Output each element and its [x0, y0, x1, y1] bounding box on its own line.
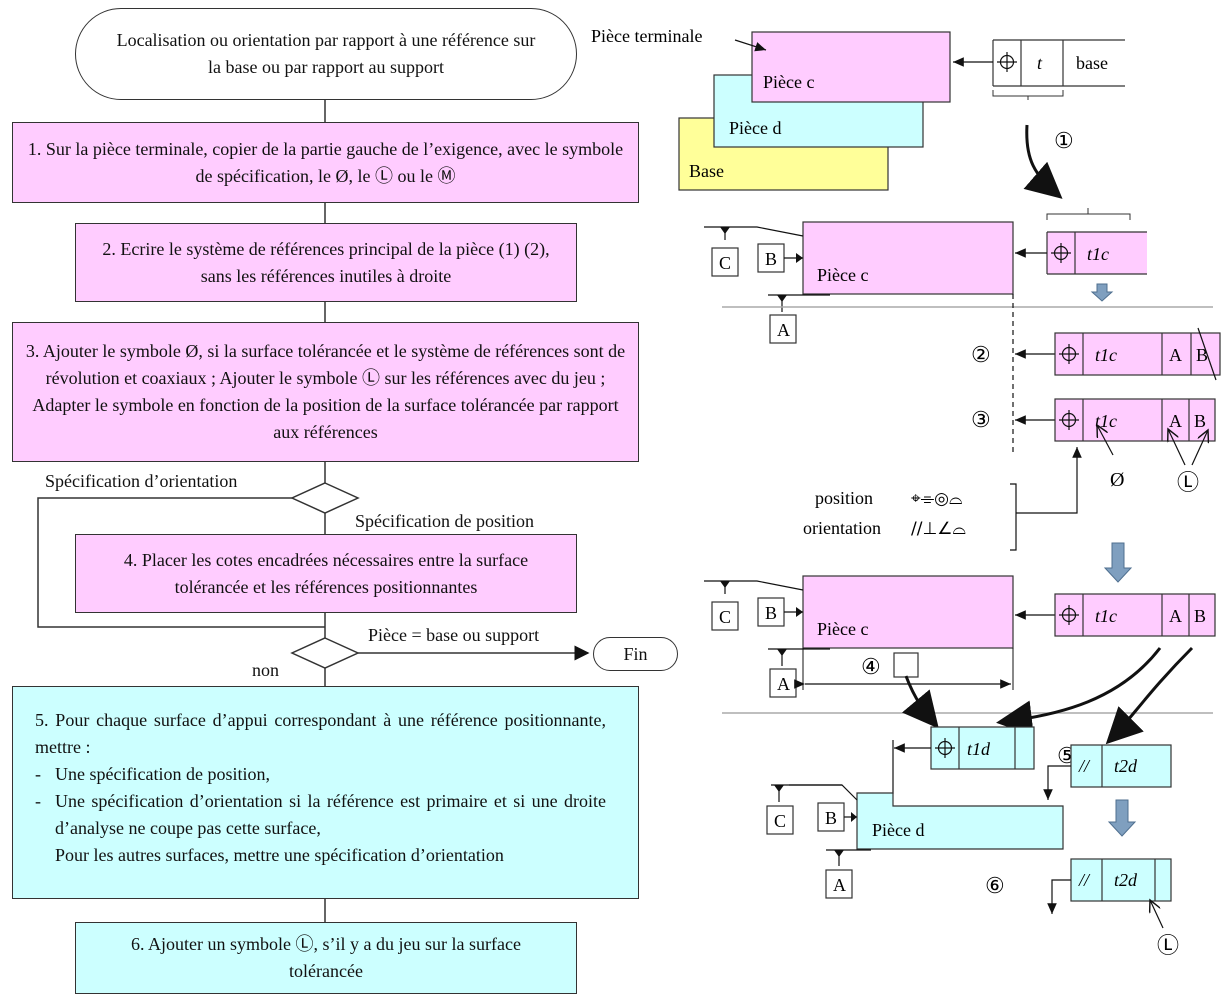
step-3-number: ③	[971, 407, 991, 432]
flowchart-step-3: 3. Ajouter le symbole Ø, si la surface t…	[12, 322, 639, 462]
fcf-t2d-1-sym: //	[1078, 756, 1091, 776]
decision-diamond-base	[290, 637, 360, 669]
step-2-number: ②	[971, 342, 991, 367]
flowchart-step-5-item: - Une spécification d’orientation si la …	[35, 788, 606, 842]
datum-b-box	[757, 597, 785, 627]
fcf-t2d-2	[1070, 858, 1172, 902]
flowchart-step-5-outro: Pour les autres surfaces, mettre une spé…	[55, 845, 504, 865]
flowchart-step-2-text: 2. Ecrire le système de références princ…	[102, 238, 550, 286]
step-4-number: ④	[861, 654, 881, 679]
flowchart-step-5-intro: 5. Pour chaque surface d’appui correspon…	[35, 710, 606, 757]
decision-orientation-label: Spécification d’orientation	[45, 471, 238, 491]
flowchart-step-6-text: 6. Ajouter un symbole Ⓛ, s’il y a du jeu…	[131, 934, 521, 981]
blue-down-arrow-small	[1090, 283, 1114, 302]
fcf-top	[992, 39, 1125, 87]
fcf-t1c-4	[1054, 593, 1216, 637]
least-material-symbol: Ⓛ	[1157, 933, 1179, 958]
fcf-top-tol: t	[1037, 53, 1043, 73]
curved-arrow-1	[1023, 124, 1063, 199]
curved-arrow-to-t1d	[901, 675, 939, 729]
fcf-t1c-3	[1054, 398, 1216, 442]
position-label: position	[815, 488, 873, 508]
fcf-t2d-2-sym: //	[1078, 870, 1091, 890]
fcf-t1c-1-tol: t1c	[1087, 244, 1109, 264]
flowchart-end-text: Fin	[623, 643, 648, 664]
datum-c-box	[766, 805, 794, 835]
orientation-label: orientation	[803, 518, 881, 538]
flowchart-step-5: 5. Pour chaque surface d’appui correspon…	[12, 686, 639, 899]
piece-c-section2-label: Pièce c	[817, 265, 868, 285]
piece-c-section2	[802, 221, 1014, 295]
flowchart-step-5-item-text: Une spécification d’orientation si la ré…	[55, 791, 606, 838]
datum-a-letter: A	[833, 875, 846, 895]
fcf-t1c-4-ref-b: B	[1194, 606, 1206, 626]
base-block-label: Base	[689, 161, 724, 181]
fcf-t1c-2-ref-a: A	[1169, 345, 1182, 365]
fcf-t1c-3-ref-a: A	[1169, 411, 1182, 431]
piece-c-block-label: Pièce c	[763, 72, 814, 92]
position-symbols: ⌖⌯◎⌓	[911, 489, 962, 509]
basic-dimension-box	[893, 652, 919, 678]
flowchart-step-2: 2. Ecrire le système de références princ…	[75, 223, 577, 302]
fcf-t1c-4-tol: t1c	[1095, 606, 1117, 626]
flowchart-step-4-text: 4. Placer les cotes encadrées nécessaire…	[123, 549, 529, 597]
orientation-symbols: //⊥∠⌓	[911, 519, 966, 539]
piece-d-section-label: Pièce d	[872, 820, 924, 840]
datum-c-letter: C	[774, 811, 786, 831]
flowchart-step-5-item: - Une spécification de position,	[35, 761, 606, 788]
piece-c-block	[751, 31, 951, 103]
datum-c-letter: C	[719, 607, 731, 627]
flowchart-end: Fin	[593, 637, 678, 671]
fcf-t1c-3-ref-b: B	[1194, 411, 1206, 431]
decision-position-label: Spécification de position	[355, 511, 534, 531]
flowchart-step-4: 4. Placer les cotes encadrées nécessaire…	[75, 534, 577, 613]
fcf-t1d-tol: t1d	[967, 739, 991, 759]
position-icon	[996, 51, 1018, 73]
datum-a-box	[825, 869, 853, 899]
datum-b-box	[757, 243, 785, 273]
curved-arrow-from-t1c	[996, 647, 1162, 737]
fcf-t2d-2-tol: t2d	[1114, 870, 1138, 890]
flowchart-step-1: 1. Sur la pièce terminale, copier de la …	[12, 122, 639, 203]
flowchart-start-text: Localisation ou orientation par rapport …	[116, 30, 536, 77]
datum-b-letter: B	[765, 249, 777, 269]
datum-b-letter: B	[825, 808, 837, 828]
datum-c-box	[711, 601, 739, 631]
fcf-t1c-2-ref-b: B	[1196, 345, 1208, 365]
flowchart-step-3-text: 3. Ajouter le symbole Ø, si la surface t…	[25, 341, 626, 442]
decision-diamond-orientation	[290, 482, 360, 514]
piece-d-section	[856, 792, 1064, 850]
least-material-symbol: Ⓛ	[1177, 470, 1199, 495]
piece-c-section3	[802, 575, 1014, 649]
piece-d-block-label: Pièce d	[729, 118, 781, 138]
datum-a-box	[769, 314, 797, 344]
piece-terminale-label: Pièce terminale	[591, 26, 702, 46]
datum-c-box	[711, 247, 739, 277]
datum-a-letter: A	[777, 320, 790, 340]
flowchart-step-6: 6. Ajouter un symbole Ⓛ, s’il y a du jeu…	[75, 922, 577, 994]
blue-down-arrow	[1103, 542, 1133, 583]
datum-c-letter: C	[719, 253, 731, 273]
step-6-number: ⑥	[985, 873, 1005, 898]
diameter-symbol: Ø	[1110, 469, 1124, 491]
step-1-number: ①	[1054, 128, 1074, 153]
fcf-top-ref: base	[1076, 53, 1108, 73]
fcf-t2d-1-tol: t2d	[1114, 756, 1138, 776]
decision-non-label: non	[252, 660, 279, 680]
blue-down-arrow	[1107, 799, 1137, 837]
fcf-t1c-4-ref-a: A	[1169, 606, 1182, 626]
decision-base-label: Pièce = base ou support	[368, 625, 540, 645]
strike-c	[1197, 327, 1217, 381]
flowchart-start: Localisation ou orientation par rapport …	[75, 8, 577, 100]
flowchart-step-1-text: 1. Sur la pièce terminale, copier de la …	[27, 138, 624, 186]
fcf-t1c-2-tol: t1c	[1095, 345, 1117, 365]
flowchart-step-5-item-text: Une spécification de position,	[55, 764, 270, 784]
datum-b-letter: B	[765, 603, 777, 623]
fcf-t2d-1	[1070, 744, 1172, 788]
curved-arrow-to-t2d	[1105, 646, 1194, 745]
datum-a-letter: A	[777, 674, 790, 694]
piece-c-section3-label: Pièce c	[817, 619, 868, 639]
